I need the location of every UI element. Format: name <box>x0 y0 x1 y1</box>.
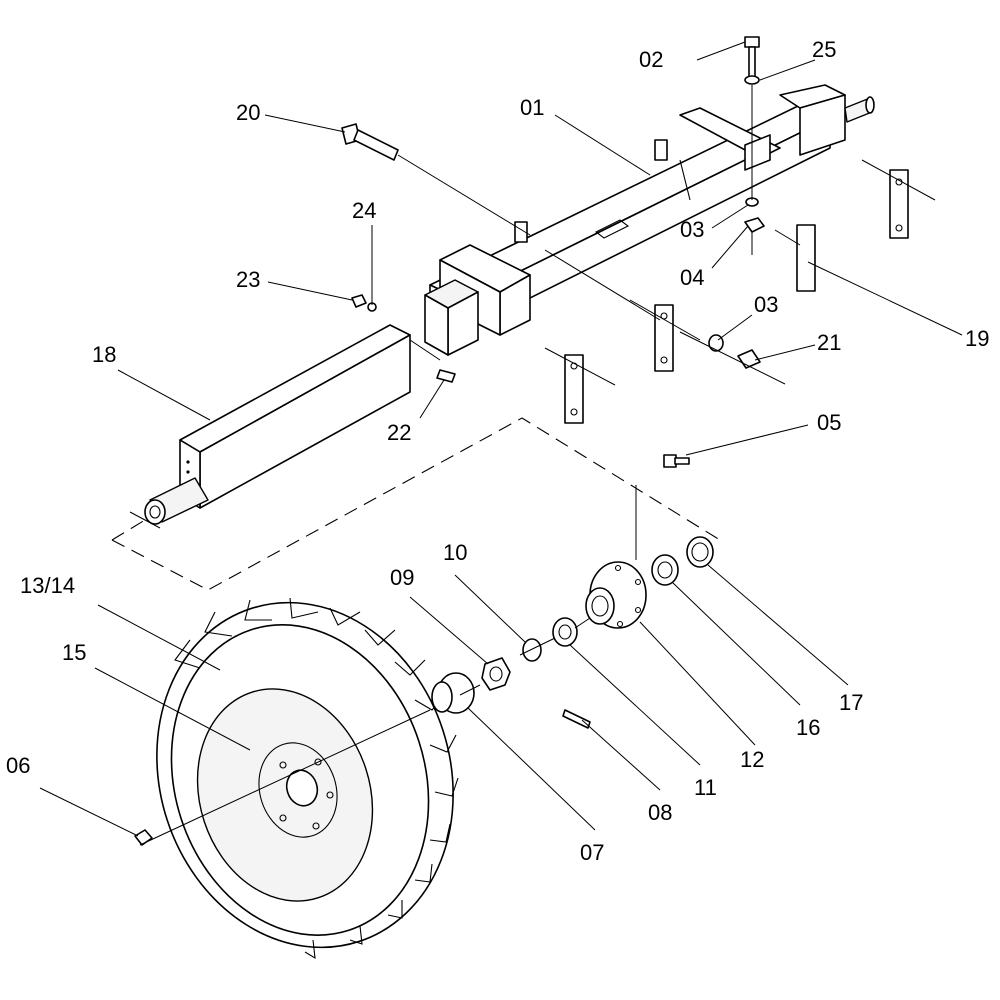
label-03-lower: 03 <box>754 292 778 317</box>
label-22: 22 <box>387 420 411 445</box>
label-06: 06 <box>6 753 30 778</box>
label-03-upper: 03 <box>680 217 704 242</box>
label-11: 11 <box>694 775 717 800</box>
label-10: 10 <box>443 540 467 565</box>
part-06-wheel-nut <box>134 829 153 846</box>
part-21-nut <box>737 349 761 369</box>
part-23-nut <box>351 294 367 308</box>
part-25-washer <box>744 75 760 85</box>
part-22-bolt <box>436 369 456 383</box>
part-02-bolt <box>744 36 760 78</box>
part-12-hub <box>585 561 647 629</box>
label-23: 23 <box>236 267 260 292</box>
label-09: 09 <box>390 565 414 590</box>
label-19: 19 <box>965 326 989 351</box>
centre-line-bolt-20 <box>397 154 786 385</box>
part-05-wheel-stud <box>663 454 690 468</box>
part-17-seal <box>686 536 714 568</box>
part-11-bearing <box>552 617 578 647</box>
label-05: 05 <box>817 410 841 435</box>
part-19-spacer-plates <box>564 169 909 424</box>
label-07: 07 <box>580 840 604 865</box>
label-01: 01 <box>520 95 544 120</box>
part-01-axle-beam <box>424 84 875 356</box>
label-18: 18 <box>92 342 116 367</box>
label-08: 08 <box>648 800 672 825</box>
label-21: 21 <box>817 330 841 355</box>
part-04-nut <box>744 217 765 233</box>
assembly-boundary <box>111 417 721 591</box>
part-15-rim <box>196 688 374 902</box>
part-08-split-pin <box>562 709 591 729</box>
part-20-long-bolt <box>341 123 399 161</box>
label-12: 12 <box>740 747 764 772</box>
part-09-castle-nut <box>481 657 511 691</box>
label-16: 16 <box>796 715 820 740</box>
centre-line-18 <box>129 339 441 529</box>
part-07-hub-cap <box>431 672 475 714</box>
label-15: 15 <box>62 640 86 665</box>
label-02: 02 <box>639 47 663 72</box>
part-10-washer <box>522 638 542 662</box>
centre-line-hub <box>139 617 591 846</box>
leader-lines <box>39 41 963 837</box>
label-04: 04 <box>680 265 704 290</box>
centre-line-plates <box>544 159 936 386</box>
label-25: 25 <box>812 37 836 62</box>
part-18-inner-tube <box>144 324 411 525</box>
label-13-14: 13/14 <box>20 573 75 598</box>
label-20: 20 <box>236 100 260 125</box>
label-17: 17 <box>839 690 863 715</box>
assembly-boundary-2 <box>111 519 146 541</box>
label-24: 24 <box>352 198 376 223</box>
part-16-bearing <box>651 554 679 586</box>
